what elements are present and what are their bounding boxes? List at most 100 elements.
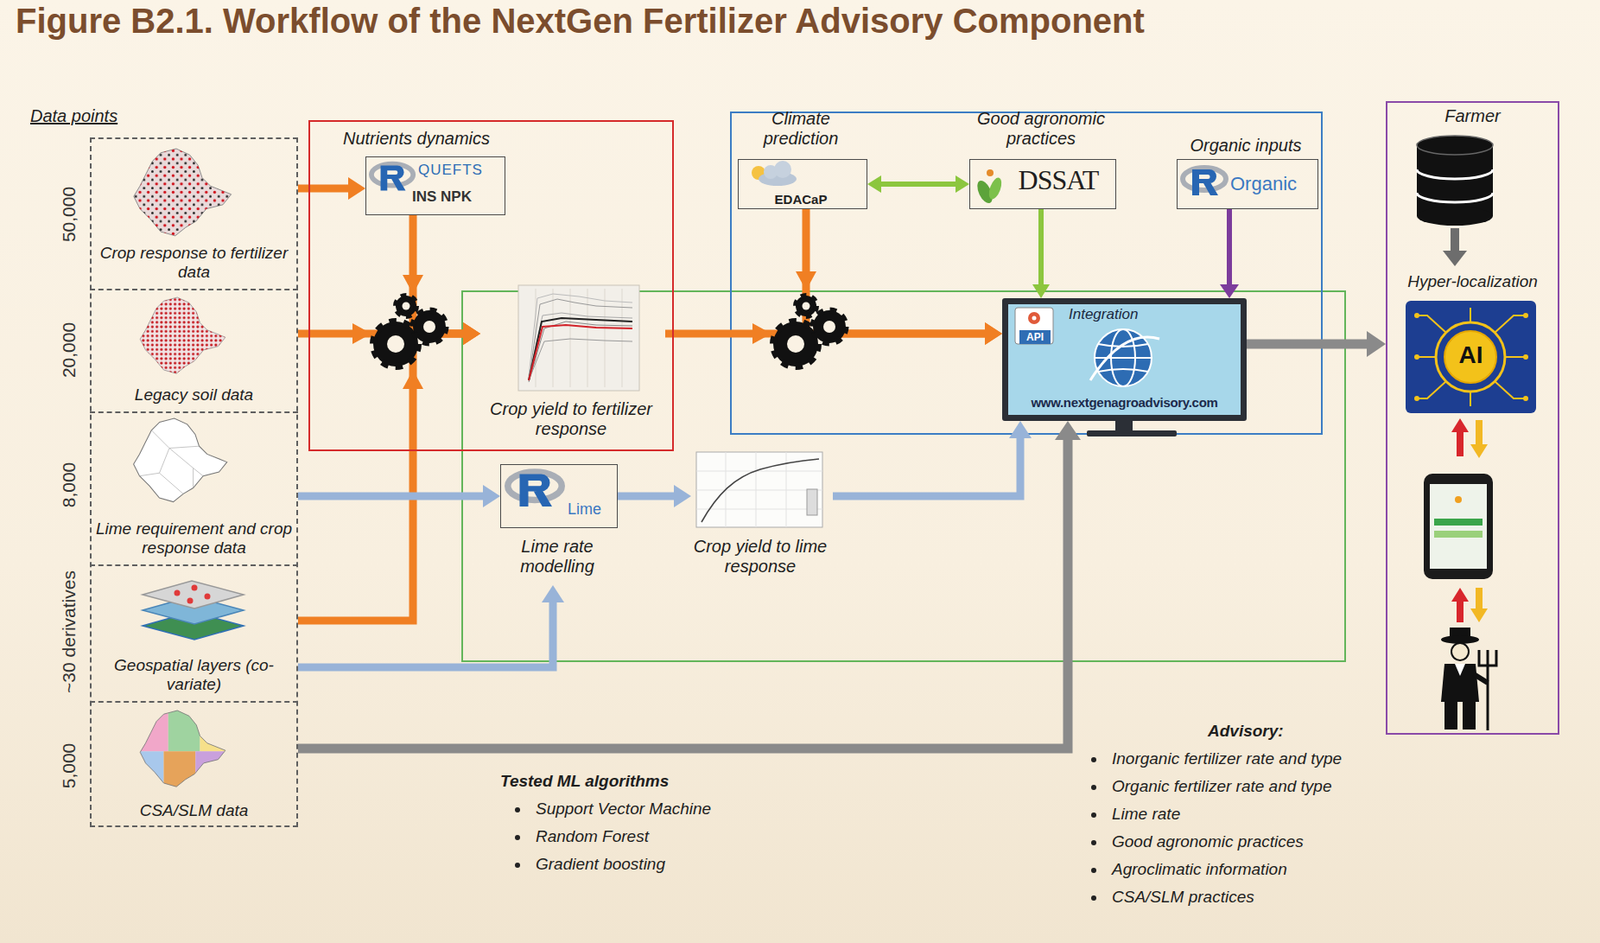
gear-input-arrowhead (795, 271, 817, 291)
connector-line (298, 492, 487, 501)
connector (298, 420, 1081, 749)
climate-icon (751, 160, 797, 186)
list-item: Inorganic fertilizer rate and type (1111, 749, 1342, 769)
fertilizer-response-chart (518, 285, 640, 391)
map-csa-slm (136, 710, 169, 751)
gear-cluster (373, 321, 419, 367)
map-csa-slm (168, 710, 201, 751)
database-icon (1416, 145, 1493, 216)
model-box: Good agronomic practicesDSSAT (969, 108, 1117, 210)
gear-input-arrowhead (402, 274, 424, 294)
connector (412, 215, 481, 345)
farmer-panel: FarmerHyper-localizationAI (1385, 101, 1560, 735)
exchange-arrows (1470, 444, 1488, 458)
connector (298, 584, 565, 667)
r-logo (507, 471, 563, 507)
node-text: INS NPK (383, 188, 501, 206)
exchange-arrows (1451, 418, 1469, 432)
connector-line (1246, 339, 1371, 350)
record-count: 5,000 (58, 742, 80, 789)
down-arrow-grey (1442, 250, 1467, 267)
arrowhead (348, 177, 366, 200)
map-lime-outline (139, 430, 204, 495)
figure-title: Figure B2.1. Workflow of the NextGen Fer… (15, 1, 1145, 41)
geospatial-layers (174, 590, 181, 597)
blue-group-outline (730, 112, 1322, 434)
map-csa-slm (136, 750, 165, 788)
node-text: Lime rate modelling (500, 536, 615, 577)
node-text: Integration (1068, 305, 1199, 324)
lime-response-chart (806, 488, 818, 515)
list-item: CSA/SLM practices (1111, 887, 1255, 907)
dssat-leaf-icon (986, 176, 1004, 202)
arrowhead (1054, 420, 1081, 440)
gear-cluster (795, 295, 817, 317)
lime-response-chart (696, 451, 823, 527)
list-item: Agroclimatic information (1111, 859, 1288, 879)
gear-cluster (395, 295, 417, 317)
node-text: Lime requirement and crop response data (93, 519, 295, 558)
exchange-arrows (1456, 599, 1464, 623)
connector (1246, 330, 1386, 357)
list-item: Organic fertilizer rate and type (1111, 776, 1333, 796)
farmer-figure (1451, 642, 1469, 661)
map-csa-slm (136, 710, 228, 788)
arrowhead (463, 322, 481, 345)
connector-line (617, 492, 678, 501)
list-item: Gradient boosting (535, 854, 666, 874)
arrowhead (463, 322, 481, 345)
phone-icon (1434, 530, 1483, 538)
list-item: Good agronomic practices (1111, 831, 1304, 851)
geospatial-layers (142, 580, 244, 640)
data-source-box: CSA/SLM data (89, 700, 299, 827)
node-text: Hyper-localization (1387, 272, 1558, 292)
ai-chip-icon (1414, 395, 1420, 401)
ai-chip-icon (1523, 354, 1529, 360)
farmer-figure (1486, 665, 1490, 731)
node-text: Organic (1230, 172, 1314, 196)
chart-node: Crop yield to fertilizer response (480, 281, 666, 443)
farmer-figure (1454, 663, 1466, 676)
map-lime-outline (133, 418, 228, 502)
node-text: Legacy soil data (93, 385, 295, 405)
lime-response-chart (696, 451, 823, 527)
node-text: DSSAT (1007, 164, 1110, 197)
node-text: Climate prediction (737, 108, 864, 149)
record-count: 8,000 (58, 462, 80, 508)
group-box: Nutrients dynamicsQUEFTSINS NPKCrop yiel… (308, 120, 674, 451)
geospatial-layers (191, 584, 198, 591)
chart-node: Crop yield to lime response (691, 450, 833, 585)
logo-frame (500, 463, 618, 528)
database-icon (1416, 169, 1493, 203)
map-crop-response (133, 148, 232, 236)
r-logo (1182, 167, 1226, 196)
node-text: EDACaP (737, 191, 864, 207)
connector (298, 322, 481, 621)
connector (1219, 209, 1239, 299)
phone-icon (1434, 518, 1483, 526)
gear-cluster (412, 310, 446, 343)
climate-icon (774, 160, 792, 178)
gear-cluster (402, 302, 411, 311)
fertilizer-response-chart (528, 317, 633, 381)
arrowhead (463, 322, 481, 345)
node-text: Geospatial layers (co-variate) (93, 655, 295, 694)
connector-line (1226, 209, 1232, 287)
node-text: Crop yield to lime response (691, 536, 830, 577)
phone-icon (1423, 473, 1493, 579)
gear-input-arrowhead (402, 369, 424, 389)
exchange-arrows (1470, 608, 1488, 623)
gear-cluster (787, 335, 805, 353)
farmer-figure (1441, 663, 1480, 702)
connector (1032, 209, 1050, 299)
list-heading: Advisory: (1207, 721, 1284, 741)
connector-line (298, 436, 1068, 749)
gear-cluster (773, 321, 819, 367)
arrowhead (482, 484, 501, 508)
model-box: Climate predictionEDACaP (737, 108, 868, 210)
ai-chip-icon (1414, 312, 1420, 318)
node-text: Data points (30, 106, 178, 127)
node-text: www.nextgenagroadvisory.com (1008, 394, 1241, 410)
record-count: 20,000 (58, 322, 80, 378)
